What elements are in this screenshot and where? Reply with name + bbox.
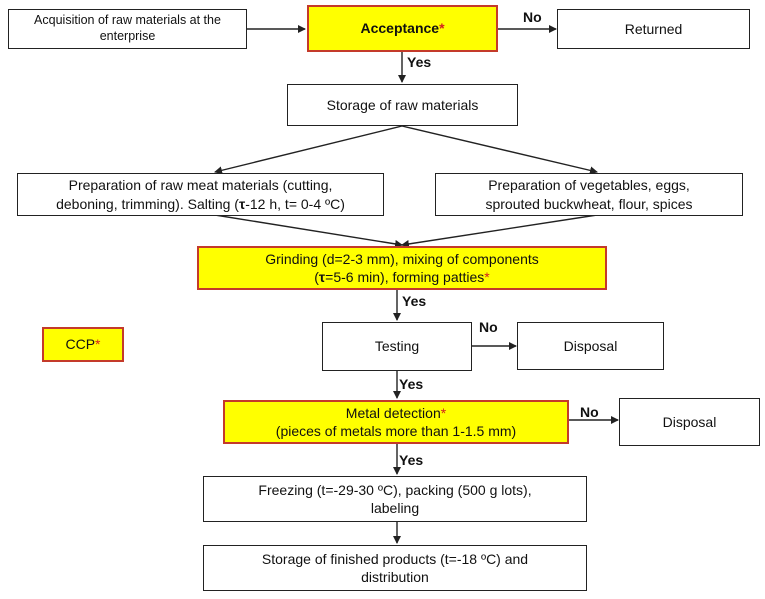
node-acceptance: Acceptance* bbox=[307, 5, 498, 52]
node-prep-veg: Preparation of vegetables, eggs, sproute… bbox=[435, 173, 743, 216]
node-prep-veg-line2: sprouted buckwheat, flour, spices bbox=[485, 195, 693, 212]
node-disposal-2-text: Disposal bbox=[662, 413, 717, 430]
node-testing: Testing bbox=[322, 322, 472, 371]
node-metal-line2: (pieces of metals more than 1-1.5 mm) bbox=[275, 423, 517, 439]
label-acceptance-no: No bbox=[523, 9, 542, 25]
node-returned-text: Returned bbox=[624, 20, 683, 37]
node-storage-raw-text: Storage of raw materials bbox=[326, 96, 479, 113]
node-metal-detection: Metal detection* (pieces of metals more … bbox=[223, 400, 569, 444]
node-disposal-1-text: Disposal bbox=[563, 337, 618, 354]
node-returned: Returned bbox=[557, 9, 750, 49]
arrow-prep-meat-to-grinding bbox=[214, 214, 403, 248]
node-disposal-1: Disposal bbox=[517, 322, 664, 370]
arrow-storage-to-prep-meat bbox=[214, 125, 403, 175]
node-acquisition: Acquisition of raw materials at the ente… bbox=[8, 9, 247, 49]
ccp-legend-text: CCP bbox=[65, 336, 96, 353]
node-grinding-line1: Grinding (d=2-3 mm), mixing of component… bbox=[265, 250, 539, 267]
node-prep-veg-line1: Preparation of vegetables, eggs, bbox=[488, 177, 690, 194]
node-testing-text: Testing bbox=[374, 338, 420, 355]
node-disposal-2: Disposal bbox=[619, 398, 760, 446]
node-prep-meat: Preparation of raw meat materials (cutti… bbox=[17, 173, 384, 216]
node-storage-finished-line2: distribution bbox=[361, 569, 429, 585]
node-metal-line1: Metal detection* bbox=[345, 404, 447, 421]
label-metal-yes: Yes bbox=[399, 452, 424, 468]
node-grinding: Grinding (d=2-3 mm), mixing of component… bbox=[197, 246, 607, 290]
label-acceptance-yes: Yes bbox=[407, 54, 432, 70]
node-prep-meat-line2: deboning, trimming). Salting (τ-12 h, t=… bbox=[56, 195, 345, 212]
ccp-star-mark: * bbox=[439, 20, 445, 37]
node-freezing-line1: Freezing (t=-29-30 ºC), packing (500 g l… bbox=[258, 481, 532, 498]
node-storage-finished: Storage of finished products (t=-18 ºC) … bbox=[203, 545, 587, 591]
arrow-prep-veg-to-grinding bbox=[401, 214, 598, 248]
node-acceptance-text: Acceptance bbox=[360, 20, 440, 37]
node-freezing-line2: labeling bbox=[370, 500, 420, 516]
ccp-legend: CCP* bbox=[42, 327, 124, 362]
node-storage-raw: Storage of raw materials bbox=[287, 84, 518, 126]
label-metal-no: No bbox=[580, 404, 599, 420]
node-prep-meat-line1: Preparation of raw meat materials (cutti… bbox=[68, 177, 333, 194]
node-acquisition-text: Acquisition of raw materials at the ente… bbox=[34, 13, 221, 43]
label-testing-no: No bbox=[479, 319, 498, 335]
node-storage-finished-line1: Storage of finished products (t=-18 ºC) … bbox=[261, 550, 529, 567]
arrow-storage-to-prep-veg bbox=[401, 125, 598, 175]
ccp-legend-star: * bbox=[95, 336, 101, 353]
node-grinding-line2: (τ=5-6 min), forming patties* bbox=[314, 269, 490, 285]
label-testing-yes: Yes bbox=[399, 376, 424, 392]
label-grinding-yes: Yes bbox=[402, 293, 427, 309]
node-freezing: Freezing (t=-29-30 ºC), packing (500 g l… bbox=[203, 476, 587, 522]
